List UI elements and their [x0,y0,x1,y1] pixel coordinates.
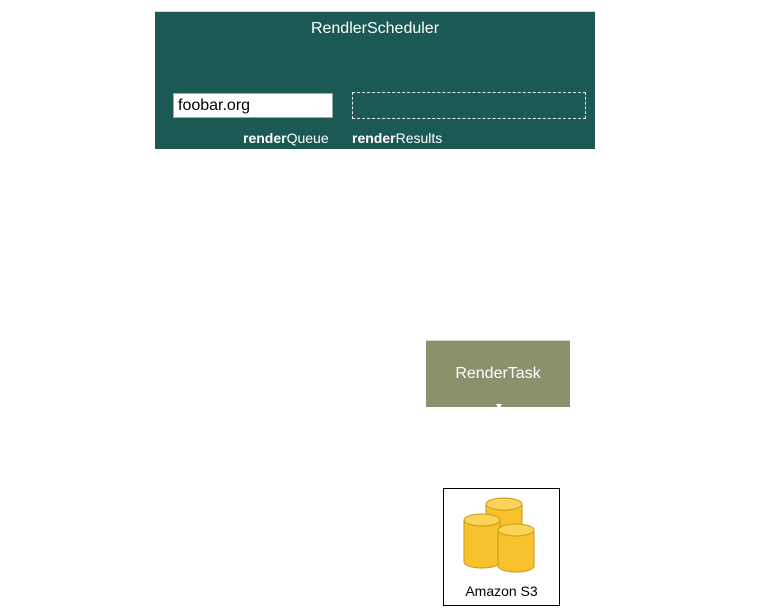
render-queue-label-bold: render [243,130,287,146]
render-results-label-rest: Results [395,130,443,146]
faint-annotation: · · · · · · · · · · · · · · · · · · · · … [20,193,358,208]
faint-annotation: · · · · · · · · · · · · · · · · · · [525,234,665,249]
render-task-box: RenderTask [426,340,570,407]
render-queue-label: renderQueue [243,130,329,146]
render-queue-item: foobar.org [173,93,333,118]
render-results-label-bold: render [352,130,396,146]
database-cylinders-icon [463,497,535,573]
arrow-head [496,404,502,409]
faint-annotation: · · · · · · · · · · [525,212,601,227]
amazon-s3-box: Amazon S3 [443,488,560,606]
render-results-slot [352,92,586,119]
faint-annotation: · · · · · · · · · · · · · · · · · · · · [540,450,696,465]
faint-annotation: · · · · · · [525,190,570,205]
scheduler-title: RendlerScheduler [310,20,440,37]
render-results-label: renderResults [352,130,442,146]
render-queue-label-rest: Queue [286,130,329,146]
rendler-scheduler-box: RendlerScheduler foobar.org renderQueue … [155,11,595,149]
render-task-title: RenderTask [455,365,541,382]
amazon-s3-label: Amazon S3 [465,583,538,599]
faint-annotation: · · · · · · · · · · · · · · · · · [218,345,350,360]
faint-annotation: · · · · · · · · · · · [437,316,521,331]
